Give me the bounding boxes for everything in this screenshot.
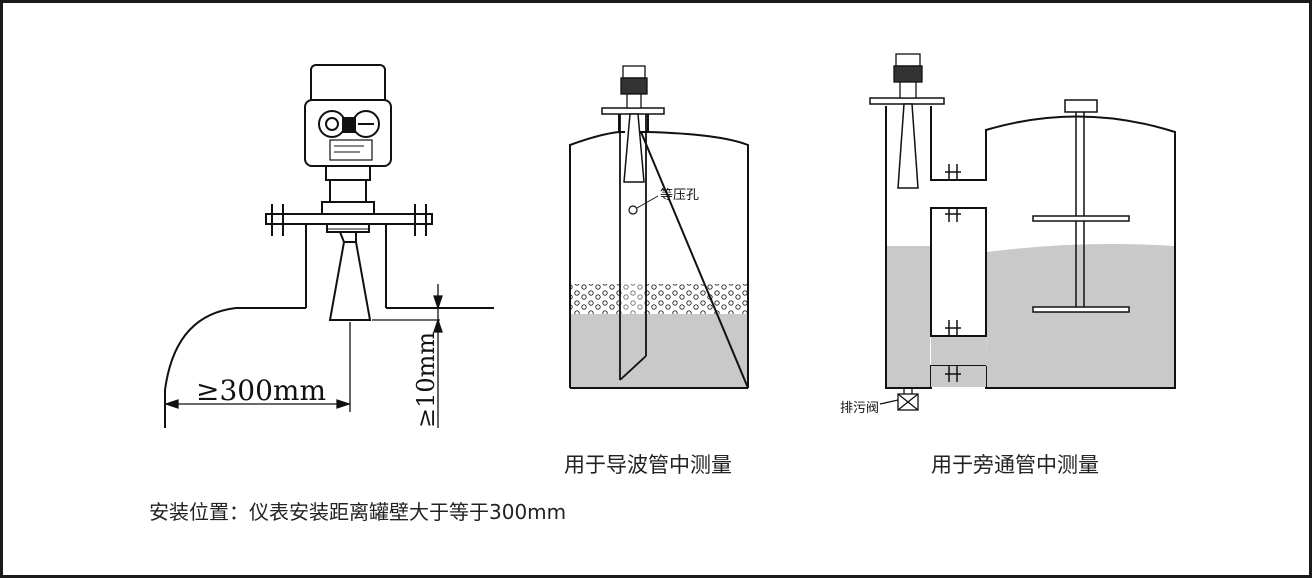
horn-antenna	[328, 231, 372, 321]
right-figure	[869, 53, 1176, 411]
foam-layer	[571, 284, 747, 314]
tank-wall-section	[930, 207, 987, 337]
agitator	[1032, 99, 1130, 313]
middle-figure	[569, 65, 749, 389]
offset-label: ≥10mm	[412, 332, 440, 428]
liquid-level	[570, 314, 748, 388]
left-figure	[163, 64, 494, 428]
valve-label: 排污阀	[840, 401, 879, 416]
stilling-well-caption: 用于导波管中测量	[564, 453, 732, 477]
distance-label: ≥300mm	[196, 374, 326, 407]
pipe-flanges	[945, 164, 961, 382]
nozzle-and-tank-roof	[164, 224, 494, 428]
mounting-flange	[265, 204, 433, 236]
drain-valve	[879, 388, 919, 411]
radar-transmitter-bypass	[893, 53, 923, 99]
installation-note: 安装位置：仪表安装距离罐壁大于等于300mm	[149, 500, 567, 524]
tank-outline	[569, 131, 749, 389]
bypass-caption: 用于旁通管中测量	[931, 453, 1099, 477]
hole-label: 等压孔	[660, 187, 699, 203]
antenna-offset-dimension	[372, 284, 443, 428]
stilling-well	[619, 114, 647, 381]
radar-transmitter-small	[620, 65, 648, 109]
radar-transmitter	[304, 64, 392, 233]
pressure-hole	[628, 205, 638, 215]
wall-distance-dimension	[163, 322, 352, 412]
